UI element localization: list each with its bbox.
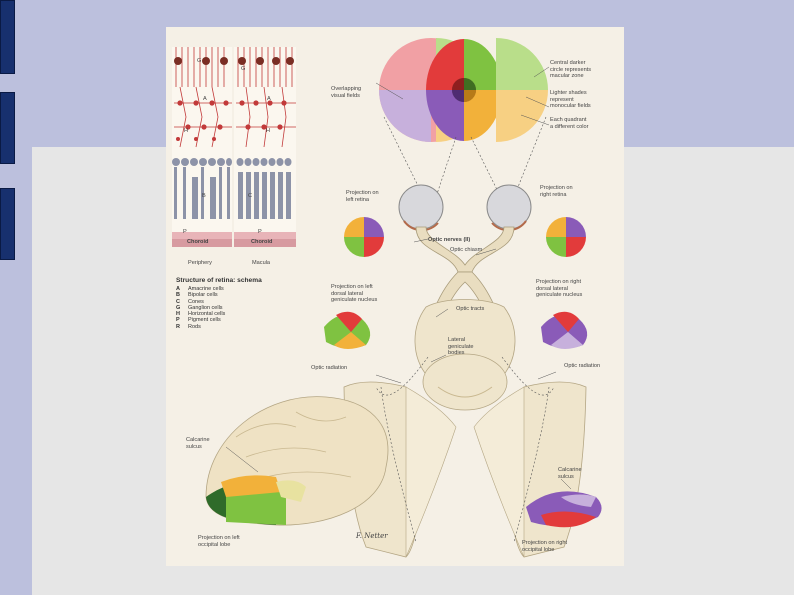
optic-tracts-label: Optic tracts xyxy=(456,306,484,313)
legend-key: R xyxy=(176,324,188,330)
retina-letter-a-left: A xyxy=(203,96,207,103)
macula-caption: Macula xyxy=(252,260,270,267)
legend-text: Rods xyxy=(188,324,201,330)
retina-letter-p-left: P xyxy=(183,229,187,236)
visual-fields xyxy=(379,38,548,142)
retina-periphery-panel xyxy=(172,47,232,247)
optic-nerves-label: Optic nerves (II) xyxy=(428,237,470,244)
projection-left-retina-label: Projection on left retina xyxy=(346,190,379,203)
retina-letter-h-right: H xyxy=(266,128,270,135)
retina-letter-c: C xyxy=(248,193,252,200)
calcarine-sulcus-right-label: Calcarine sulcus xyxy=(558,467,582,480)
optic-chiasm-label: Optic chiasm xyxy=(450,247,482,254)
retina-letter-a-right: A xyxy=(267,96,271,103)
retina-letter-p-right: P xyxy=(258,229,262,236)
optic-radiation-left-label: Optic radiation xyxy=(311,365,347,372)
left-lgn-projection xyxy=(324,312,370,349)
retina-legend-title: Structure of retina: schema xyxy=(176,277,316,284)
artist-signature: F. Netter xyxy=(356,533,388,540)
optic-radiation-right-label: Optic radiation xyxy=(564,363,600,370)
slide-side-tab-3 xyxy=(0,188,15,260)
retina-letter-g-right: G xyxy=(241,66,245,73)
left-retina-projection xyxy=(344,217,384,257)
lateral-geniculate-label: Lateral geniculate bodies xyxy=(448,337,474,357)
projection-right-occipital-label: Projection on right occipital lobe xyxy=(522,540,567,553)
retina-letter-g-left: G xyxy=(197,58,201,65)
projection-left-occipital-label: Projection on left occipital lobe xyxy=(198,535,240,548)
projection-right-lgn-label: Projection on right dorsal lateral genic… xyxy=(536,279,582,299)
retina-letter-b: B xyxy=(202,193,206,200)
retina-letter-h-left: H xyxy=(184,128,188,135)
slide-side-tab-2 xyxy=(0,92,15,164)
eyes xyxy=(399,185,531,230)
central-circle-label: Central darker circle represents macular… xyxy=(550,60,591,80)
right-lgn-projection xyxy=(541,312,587,349)
periphery-caption: Periphery xyxy=(188,260,212,267)
right-retina-projection xyxy=(546,217,586,257)
lighter-shades-label: Lighter shades represent monocular field… xyxy=(550,90,591,110)
quadrant-label: Each quadrant a different color xyxy=(550,117,588,130)
overlapping-visual-fields-label: Overlapping visual fields xyxy=(331,86,361,99)
visual-pathway-illustration: G G A A H H B C P P Choroid Choroid Peri… xyxy=(166,27,624,566)
choroid-label-left: Choroid xyxy=(187,239,208,246)
choroid-label-right: Choroid xyxy=(251,239,272,246)
projection-right-retina-label: Projection on right retina xyxy=(540,185,573,198)
retina-macula-panel xyxy=(234,47,296,247)
calcarine-sulcus-left-label: Calcarine sulcus xyxy=(186,437,210,450)
projection-left-lgn-label: Projection on left dorsal lateral genicu… xyxy=(331,284,377,304)
slide-side-tab-1 xyxy=(0,0,15,74)
